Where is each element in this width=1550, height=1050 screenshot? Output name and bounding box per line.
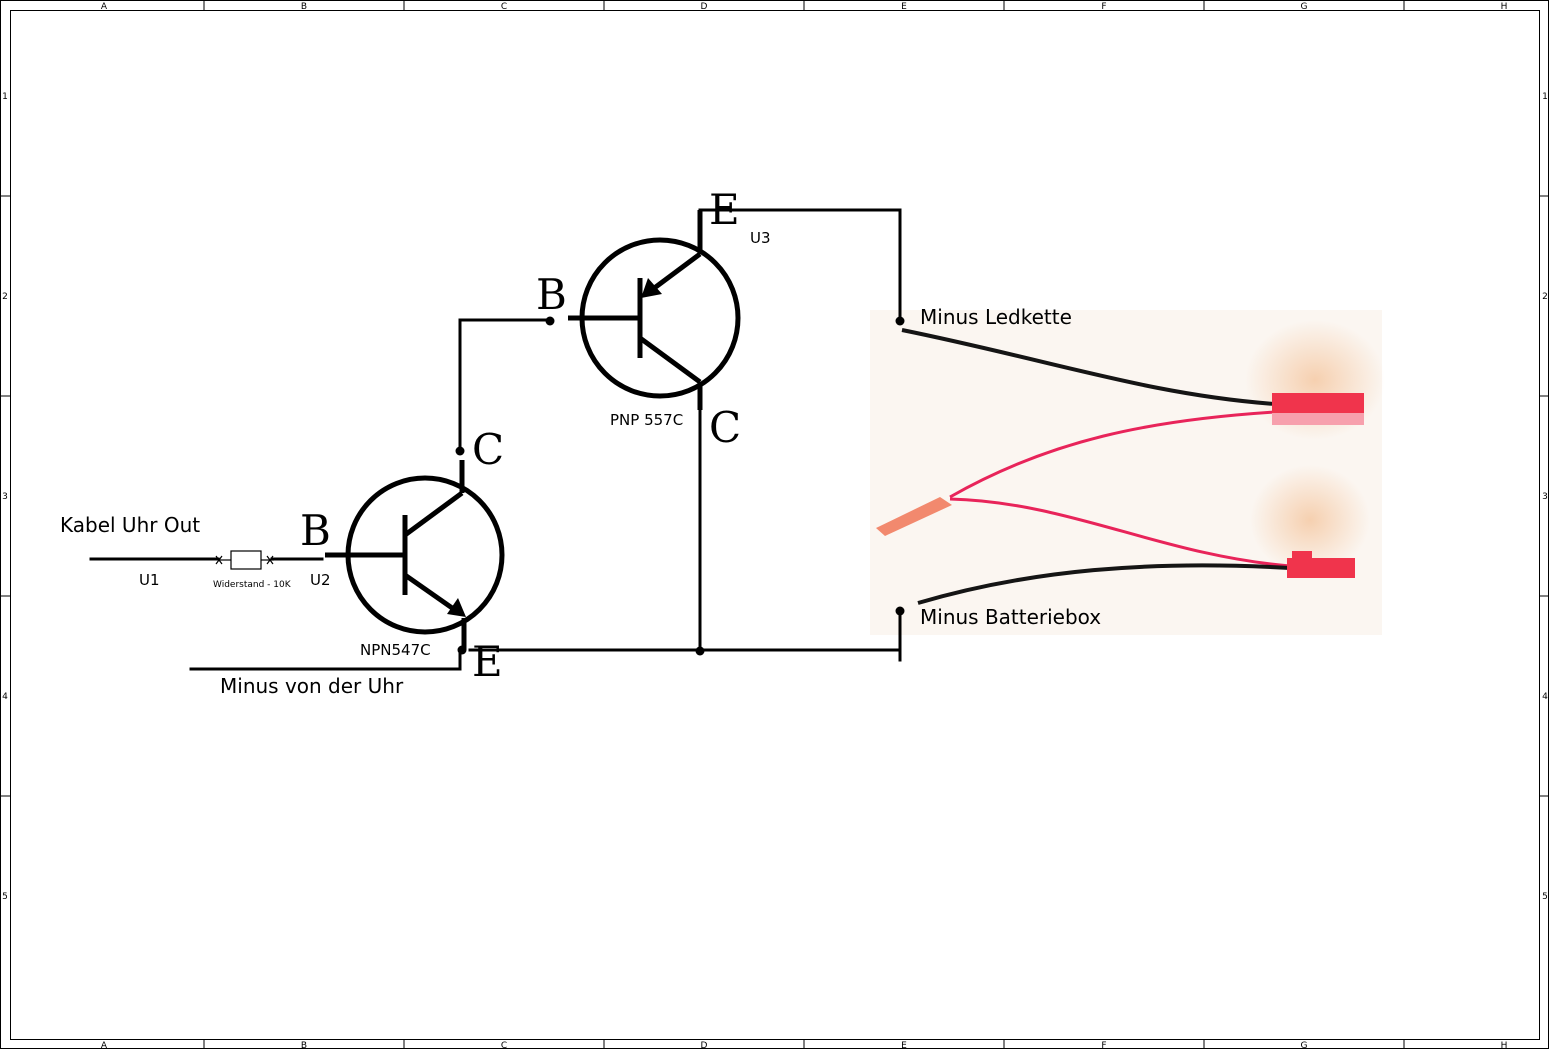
connector-top-base — [1272, 413, 1364, 425]
zone-col-top-A: A — [101, 2, 108, 12]
zone-col-top-C: C — [501, 2, 507, 12]
label-minus-batteriebox: Minus Batteriebox — [920, 605, 1101, 629]
zone-col-top-D: D — [701, 2, 708, 12]
junction-pnp-base — [545, 316, 555, 326]
zone-col-top-F: F — [1101, 2, 1106, 12]
resistor-pin-mark-right — [266, 555, 274, 565]
zone-row-left-1: 1 — [2, 92, 8, 102]
zone-row-right-5: 5 — [1542, 892, 1548, 902]
pnp-pin-e: E — [709, 185, 740, 234]
label-minus-uhr: Minus von der Uhr — [220, 674, 404, 698]
zone-col-top-E: E — [901, 2, 907, 12]
npn-pin-c: C — [472, 425, 504, 474]
red-splice-sleeve — [876, 497, 952, 536]
zone-col-bottom-F: F — [1101, 1041, 1106, 1050]
pnp-pin-c: C — [709, 403, 741, 452]
junction-ground-bus — [695, 646, 705, 656]
label-npn-name: NPN547C — [360, 641, 431, 659]
photo-glow-bottom — [1250, 465, 1370, 575]
resistor — [215, 550, 274, 570]
zone-col-bottom-G: G — [1301, 1041, 1308, 1050]
connector-bottom — [1287, 558, 1355, 578]
npn-pin-b: B — [300, 506, 331, 555]
pnp-transistor — [568, 210, 741, 410]
red-wire-top — [949, 410, 1276, 499]
npn-transistor — [325, 460, 505, 650]
zone-col-bottom-D: D — [701, 1041, 708, 1050]
resistor-pin-mark-left — [215, 555, 223, 565]
zone-row-right-1: 1 — [1542, 92, 1548, 102]
inner-frame — [10, 10, 1540, 1040]
zone-col-bottom-E: E — [901, 1041, 907, 1050]
label-resistor: Widerstand - 10K — [213, 580, 292, 590]
label-minus-ledkette: Minus Ledkette — [920, 305, 1072, 329]
junction-batteriebox — [895, 606, 905, 616]
label-u2: U2 — [310, 571, 331, 589]
zone-row-left-4: 4 — [2, 692, 8, 702]
junction-ledkette — [895, 316, 905, 326]
zone-col-top-H: H — [1501, 2, 1508, 12]
zone-row-left-5: 5 — [2, 892, 8, 902]
black-wire-ledkette — [901, 328, 1276, 406]
zone-row-right-2: 2 — [1542, 292, 1548, 302]
npn-emitter-lead — [403, 572, 457, 613]
zone-col-top-G: G — [1301, 2, 1308, 12]
black-wire-batteriebox — [917, 563, 1291, 605]
npn-collector-lead — [403, 490, 464, 538]
zone-row-left-3: 3 — [2, 492, 8, 502]
junctions — [455, 316, 905, 656]
npn-pin-e: E — [472, 637, 503, 686]
zone-row-right-3: 3 — [1542, 492, 1548, 502]
pnp-emitter-lead — [651, 251, 702, 292]
zone-row-right-4: 4 — [1542, 692, 1548, 702]
resistor-body — [230, 550, 262, 570]
label-pnp-name: PNP 557C — [610, 411, 683, 429]
wires — [89, 208, 902, 671]
label-kabel-uhr-out: Kabel Uhr Out — [60, 513, 200, 537]
label-u3: U3 — [750, 229, 771, 247]
pnp-pin-b: B — [536, 270, 567, 319]
zone-row-left-2: 2 — [2, 292, 8, 302]
pnp-collector-lead — [638, 335, 702, 385]
cable-photo — [870, 310, 1385, 635]
pnp-emitter-arrow — [641, 278, 662, 298]
red-wire-bottom — [949, 497, 1291, 568]
zone-col-bottom-C: C — [501, 1041, 507, 1050]
connector-top — [1272, 393, 1364, 413]
zone-col-bottom-B: B — [301, 1041, 307, 1050]
zone-col-bottom-H: H — [1501, 1041, 1508, 1050]
junction-npn-collector — [455, 446, 465, 456]
npn-emitter-arrow — [447, 598, 466, 617]
zone-col-bottom-A: A — [101, 1041, 108, 1050]
label-u1: U1 — [139, 571, 160, 589]
zone-col-top-B: B — [301, 2, 307, 12]
